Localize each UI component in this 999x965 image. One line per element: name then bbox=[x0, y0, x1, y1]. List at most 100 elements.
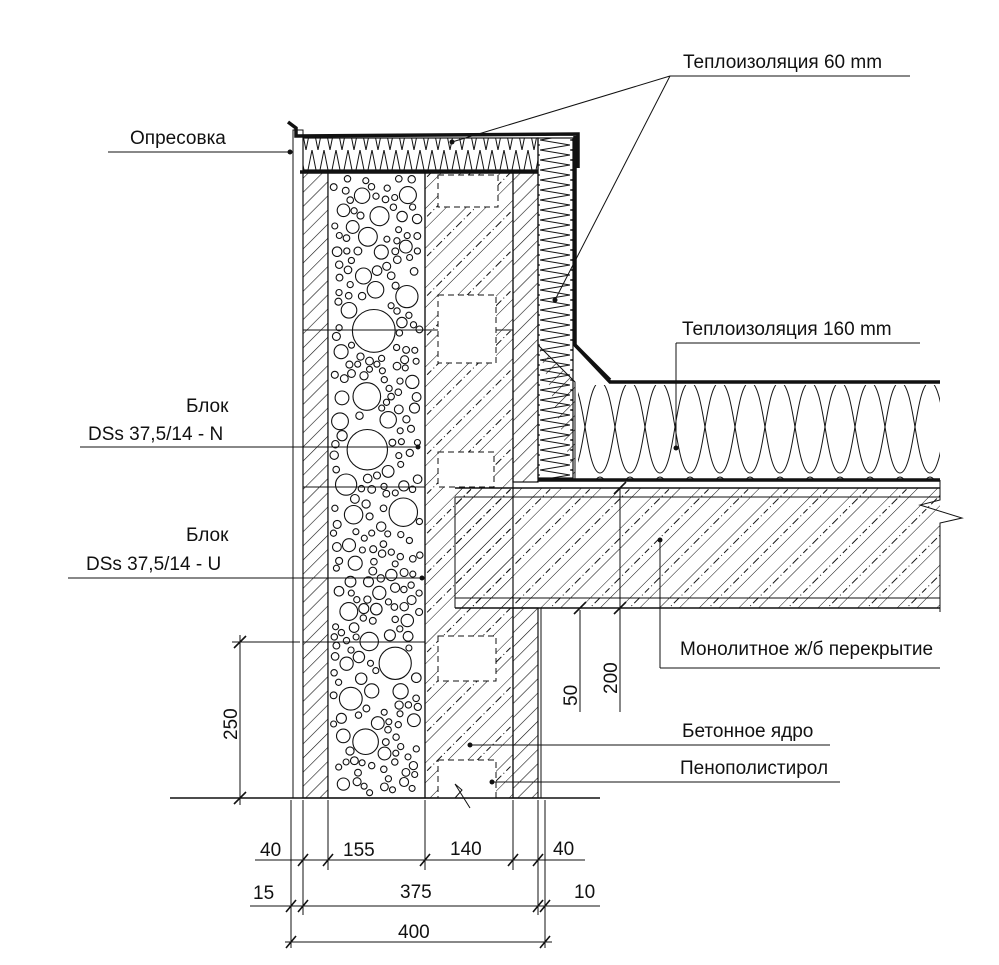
label-block-n-title: Блок bbox=[186, 396, 229, 417]
aggregate-pebble bbox=[384, 725, 392, 734]
aggregate-pebble bbox=[372, 667, 380, 675]
polystyrene-insert bbox=[437, 759, 497, 799]
aggregate-pebble bbox=[394, 700, 404, 710]
aggregate-pebble bbox=[400, 585, 408, 594]
aggregate-pebble bbox=[362, 576, 375, 588]
aggregate-pebble bbox=[379, 540, 388, 548]
aggregate-pebbles bbox=[329, 174, 424, 797]
aggregate-pebble bbox=[335, 556, 344, 565]
label-block-u-title: Блок bbox=[186, 525, 229, 546]
aggregate-pebble bbox=[397, 438, 405, 446]
aggregate-pebble bbox=[397, 530, 405, 539]
aggregate-pebble bbox=[384, 775, 393, 783]
aggregate-pebble bbox=[365, 356, 374, 366]
aggregate-pebble bbox=[395, 452, 403, 460]
aggregate-pebble bbox=[350, 207, 358, 215]
aggregate-pebble bbox=[352, 633, 360, 641]
label-slab: Монолитное ж/б перекрытие bbox=[680, 639, 933, 660]
aggregate-pebble bbox=[335, 763, 343, 771]
aggregate-pebble bbox=[368, 616, 377, 625]
aggregate-pebble bbox=[394, 388, 403, 397]
aggregate-pebble bbox=[391, 615, 399, 624]
aggregate-pebble bbox=[394, 174, 403, 183]
aggregate-pebble bbox=[329, 450, 339, 460]
aggregate-pebble bbox=[406, 253, 414, 262]
aggregate-pebble bbox=[331, 542, 342, 552]
aggregate-pebble bbox=[339, 602, 359, 621]
polystyrene-insert bbox=[437, 294, 497, 364]
aggregate-pebble bbox=[336, 203, 351, 218]
aggregate-pebble bbox=[405, 311, 413, 319]
aggregate-pebble bbox=[393, 404, 404, 415]
aggregate-pebble bbox=[330, 633, 339, 641]
aggregate-pebble bbox=[332, 564, 340, 572]
aggregate-pebble bbox=[372, 585, 387, 601]
aggregate-pebble bbox=[412, 694, 420, 703]
aggregate-pebble bbox=[354, 360, 362, 368]
aggregate-pebble bbox=[349, 756, 359, 766]
wall-section bbox=[292, 129, 542, 799]
aggregate-pebble bbox=[348, 622, 360, 633]
aggregate-pebble bbox=[333, 585, 345, 597]
aggregate-pebble bbox=[380, 708, 388, 716]
aggregate-pebble bbox=[352, 728, 379, 756]
polystyrene-insert bbox=[437, 635, 497, 682]
aggregate-pebble bbox=[400, 613, 415, 628]
dim-155: 155 bbox=[343, 840, 375, 861]
aggregate-pebble bbox=[334, 390, 350, 406]
block-outer-shell bbox=[302, 171, 329, 799]
aggregate-pebble bbox=[352, 777, 362, 787]
dim-375: 375 bbox=[400, 882, 432, 903]
dim-50: 50 bbox=[561, 685, 582, 706]
aggregate-pebble bbox=[354, 267, 373, 285]
aggregate-pebble bbox=[411, 346, 419, 354]
aggregate-pebble bbox=[396, 625, 404, 633]
aggregate-pebble bbox=[391, 247, 400, 256]
aggregate-pebble bbox=[356, 352, 365, 361]
aggregate-pebble bbox=[361, 499, 371, 509]
label-concrete-core: Бетонное ядро bbox=[682, 721, 813, 742]
aggregate-pebble bbox=[365, 365, 374, 373]
aggregate-pebble bbox=[353, 596, 361, 604]
aggregate-pebble bbox=[406, 595, 417, 606]
aggregate-pebble bbox=[331, 412, 349, 431]
aggregate-pebble bbox=[395, 329, 404, 337]
aggregate-pebble bbox=[353, 246, 363, 256]
aggregate-pebble bbox=[391, 281, 400, 290]
aggregate-pebble bbox=[410, 672, 422, 684]
aggregate-pebble bbox=[379, 411, 397, 429]
aggregate-pebble bbox=[415, 325, 424, 334]
aggregate-pebble bbox=[357, 484, 366, 493]
aggregate-pebble bbox=[377, 354, 386, 363]
aggregate-pebble bbox=[411, 213, 423, 225]
aggregate-pebble bbox=[407, 581, 415, 589]
block-inner-shell-lower bbox=[512, 607, 539, 799]
aggregate-pebble bbox=[415, 517, 424, 526]
aggregate-pebble bbox=[399, 601, 409, 612]
aggregate-pebble bbox=[369, 545, 378, 554]
aggregate-pebble bbox=[378, 404, 386, 412]
aggregate-pebble bbox=[366, 659, 375, 667]
aggregate-pebble bbox=[380, 765, 388, 774]
aggregate-pebble bbox=[346, 428, 389, 471]
dim-15: 15 bbox=[253, 883, 274, 904]
aggregate-pebble bbox=[386, 271, 396, 281]
aggregate-pebble bbox=[380, 376, 388, 384]
aggregate-pebble bbox=[390, 603, 399, 611]
aggregate-pebble bbox=[393, 307, 401, 315]
aggregate-pebble bbox=[357, 291, 367, 301]
aggregate-pebble bbox=[351, 308, 396, 353]
aggregate-pebble bbox=[379, 504, 388, 513]
aggregate-pebble bbox=[388, 497, 419, 527]
aggregate-pebble bbox=[365, 512, 374, 521]
dim-40-outer: 40 bbox=[260, 840, 281, 861]
aggregate-pebble bbox=[398, 480, 410, 492]
aggregate-pebble bbox=[400, 355, 410, 365]
aggregate-pebble bbox=[355, 411, 364, 420]
aggregate-pebble bbox=[383, 184, 391, 192]
aggregate-pebble bbox=[340, 301, 358, 319]
aggregate-pebble bbox=[343, 504, 364, 525]
aggregate-pebble bbox=[347, 369, 356, 378]
aggregate-pebble bbox=[347, 341, 356, 349]
